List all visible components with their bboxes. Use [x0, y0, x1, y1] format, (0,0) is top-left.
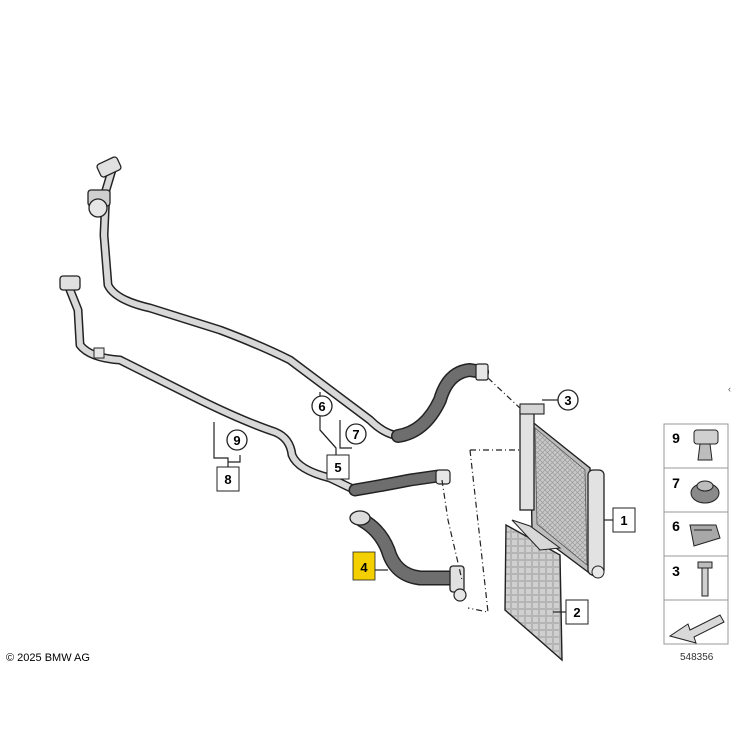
legend-row-7[interactable]: 7	[663, 467, 729, 513]
svg-text:9: 9	[233, 433, 240, 448]
legend-row-6[interactable]: 6	[663, 511, 729, 557]
svg-text:5: 5	[334, 460, 341, 475]
coolant-hose-part-4[interactable]	[349, 510, 467, 602]
svg-text:6: 6	[672, 518, 680, 534]
copyright-text: © 2025 BMW AG	[6, 652, 90, 664]
callout-1[interactable]: 1	[612, 507, 636, 533]
leader-lines	[213, 392, 614, 613]
radiator-part-1[interactable]	[519, 403, 605, 579]
grommet-icon	[690, 480, 720, 504]
svg-text:7: 7	[672, 475, 680, 491]
svg-text:7: 7	[352, 427, 359, 442]
svg-text:3: 3	[672, 563, 680, 579]
callout-5[interactable]: 5	[326, 454, 350, 480]
svg-text:3: 3	[564, 393, 571, 408]
callout-3[interactable]: 3	[557, 389, 579, 411]
svg-text:4: 4	[360, 560, 368, 575]
svg-text:2: 2	[573, 605, 580, 620]
legend-row-9[interactable]: 9	[663, 423, 729, 469]
arrow-icon	[668, 614, 725, 644]
callout-6[interactable]: 6	[311, 395, 333, 417]
svg-text:6: 6	[318, 399, 325, 414]
callout-9[interactable]: 9	[226, 429, 248, 451]
callout-7[interactable]: 7	[345, 423, 367, 445]
bracket-clip-icon	[689, 524, 721, 547]
svg-text:9: 9	[672, 430, 680, 446]
svg-text:8: 8	[224, 472, 231, 487]
upper-coolant-line	[87, 156, 489, 443]
clip-icon	[693, 429, 719, 461]
legend-row-3[interactable]: 3	[663, 555, 729, 601]
diagram-id: 548356	[680, 652, 714, 663]
svg-text:‹: ‹	[728, 384, 731, 394]
callout-2[interactable]: 2	[565, 599, 589, 625]
lower-coolant-line	[59, 275, 451, 497]
edge-chevron-icon[interactable]: ‹	[728, 384, 731, 394]
air-guide-part-2[interactable]	[504, 519, 563, 662]
callout-4-highlighted[interactable]: 4	[352, 551, 376, 581]
svg-text:1: 1	[620, 513, 627, 528]
side-legend: 9 7 6 3	[663, 423, 729, 645]
legend-arrow-row[interactable]	[663, 599, 729, 645]
callout-8[interactable]: 8	[216, 466, 240, 492]
bolt-icon	[697, 561, 713, 597]
